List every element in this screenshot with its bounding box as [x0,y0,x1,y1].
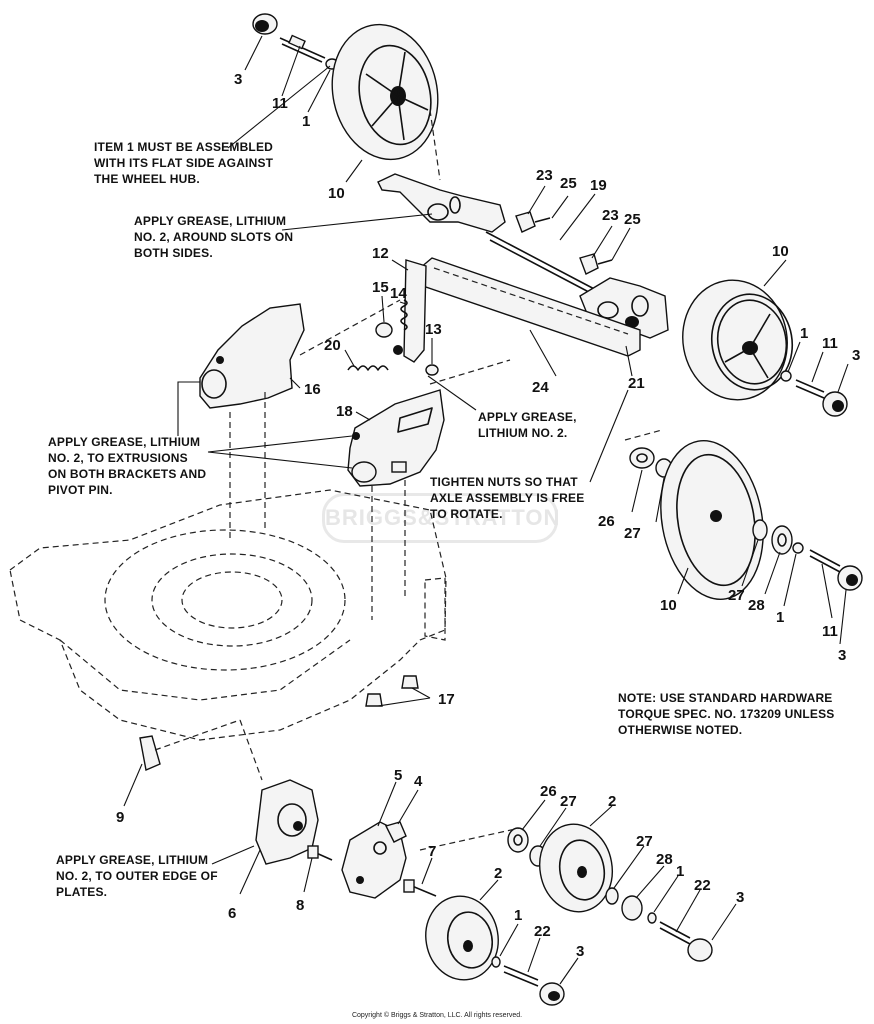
callout-3-top: 3 [234,71,242,88]
front-height-adjust [139,719,437,899]
mower-deck [9,299,511,741]
callout-2-bot-a: 2 [608,793,616,810]
callout-25-b: 25 [624,211,641,228]
brand-watermark: BRIGGS&STRATTON [322,493,559,543]
callout-1-right: 1 [800,325,808,342]
callout-4: 4 [414,773,423,790]
callout-27-right-a: 27 [624,525,641,542]
leader-lines [123,35,849,985]
callout-13: 13 [425,321,442,338]
callout-14: 14 [390,285,407,302]
callout-6: 6 [228,905,236,922]
callout-12: 12 [372,245,389,262]
callout-8: 8 [296,897,304,914]
callout-3-right: 3 [852,347,860,364]
callout-19: 19 [590,177,607,194]
axle-assembly [377,173,669,357]
callout-7: 7 [428,843,436,860]
note-grease-slots: APPLY GREASE, LITHIUM NO. 2, AROUND SLOT… [134,214,294,260]
front-wheel-assembly [419,823,713,1006]
copyright-notice: Copyright © Briggs & Stratton, LLC. All … [351,1012,523,1019]
callout-26-bot: 26 [540,783,557,800]
callout-22-a: 22 [694,877,711,894]
callout-11-right: 11 [822,335,838,352]
note-tighten-nuts: TIGHTEN NUTS SO THAT AXLE ASSEMBLY IS FR… [430,475,585,521]
callout-1-top: 1 [302,113,310,130]
note-grease-lithium: APPLY GREASE, LITHIUM NO. 2. [478,410,577,440]
callout-23-b: 23 [602,207,619,224]
callout-2-bot-b: 2 [494,865,502,882]
callout-10-top: 10 [328,185,345,202]
callout-3-mid: 3 [838,647,846,664]
note-item1-flat-side: ITEM 1 MUST BE ASSEMBLED WITH ITS FLAT S… [94,140,274,186]
rear-lower-wheel-assembly [624,429,863,600]
top-wheel-assembly [252,13,441,181]
callout-18: 18 [336,403,353,420]
callout-20: 20 [324,337,341,354]
callout-11-top: 11 [272,95,288,112]
callout-9: 9 [116,809,124,826]
callout-1-bot-b: 1 [514,907,522,924]
callout-17: 17 [438,691,455,708]
height-adjust-parts [199,259,445,487]
callout-1-mid: 1 [776,609,784,626]
note-grease-extrusions: APPLY GREASE, LITHIUM NO. 2, TO EXTRUSIO… [48,435,207,497]
callout-16: 16 [304,381,321,398]
callout-28-right: 28 [748,597,765,614]
callout-23-a: 23 [536,167,553,184]
callouts: 3 11 1 10 23 25 19 23 25 12 15 14 13 20 … [116,71,860,960]
callout-5: 5 [394,767,402,784]
callout-21: 21 [628,375,645,392]
callout-10-right: 10 [772,243,789,260]
rear-right-wheel-assembly [682,279,848,417]
callout-3-bot-b: 3 [576,943,584,960]
callout-28-bot: 28 [656,851,673,868]
callout-3-bot-a: 3 [736,889,744,906]
note-grease-plates: APPLY GREASE, LITHIUM NO. 2, TO OUTER ED… [56,853,218,899]
callout-26-right: 26 [598,513,615,530]
callout-24: 24 [532,379,549,396]
callout-11-mid: 11 [822,623,838,640]
callout-10-mid: 10 [660,597,677,614]
callout-27-bot-b: 27 [636,833,653,850]
callout-27-bot-a: 27 [560,793,577,810]
callout-15: 15 [372,279,389,296]
note-hardware-torque: NOTE: USE STANDARD HARDWARE TORQUE SPEC.… [618,691,835,737]
callout-22-b: 22 [534,923,551,940]
callout-25-a: 25 [560,175,577,192]
callout-1-bot-a: 1 [676,863,684,880]
callout-27-right-b: 27 [728,587,745,604]
